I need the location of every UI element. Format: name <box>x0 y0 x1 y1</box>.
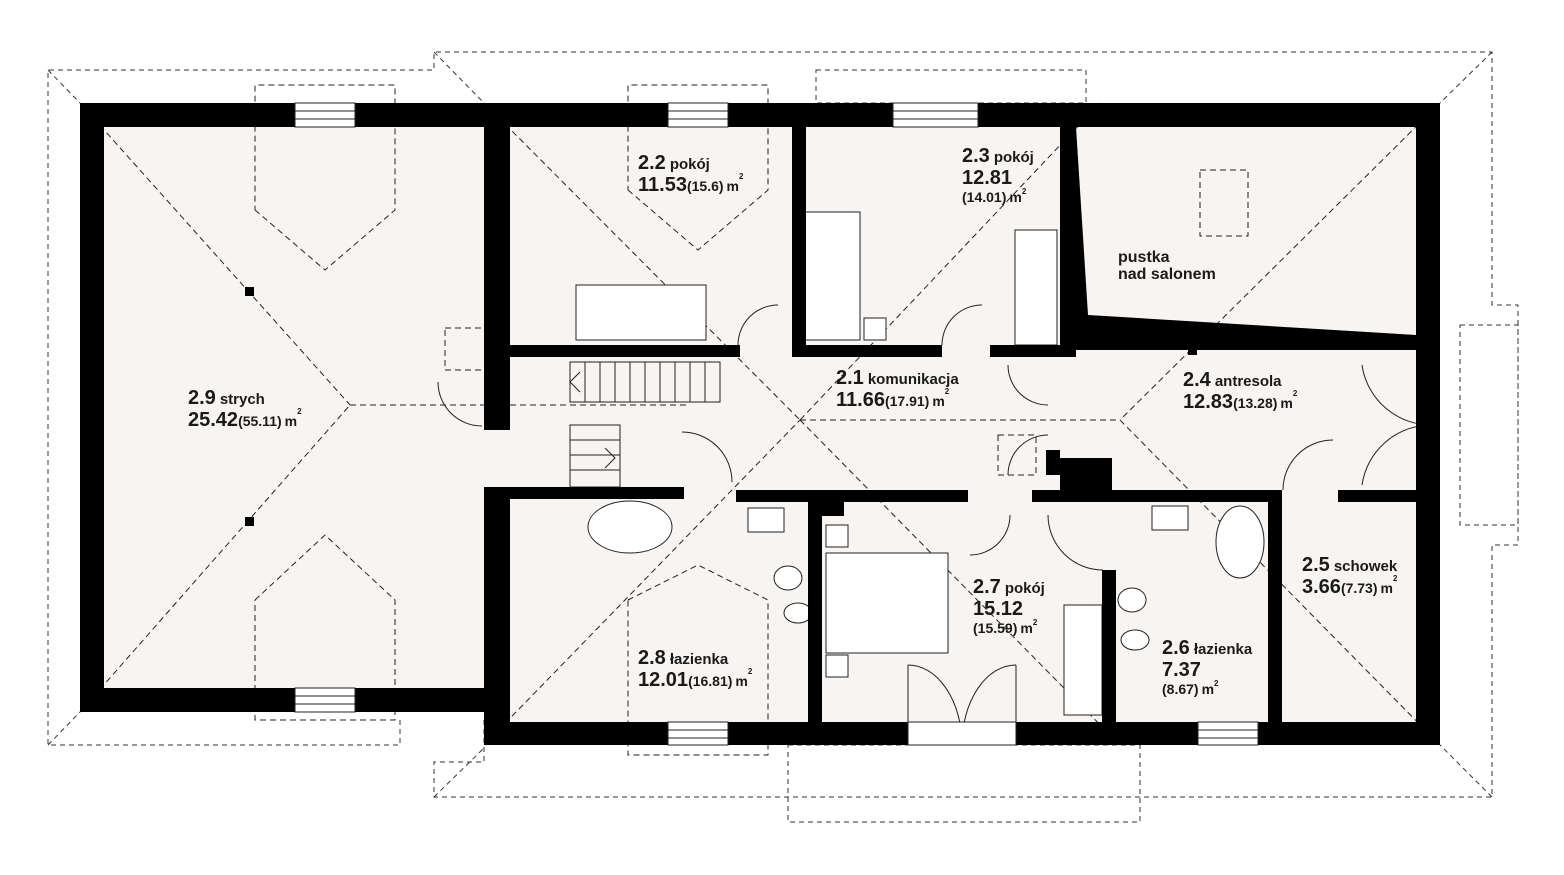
area-unit: m <box>735 673 748 689</box>
void-line-1: pustka <box>1118 249 1170 266</box>
room-area-total: (15.59) <box>973 620 1018 636</box>
area-unit-superscript: 2 <box>747 667 753 676</box>
room-name: komunikacja <box>867 371 959 388</box>
area-unit: m <box>1201 681 1215 697</box>
area-unit-superscript: 2 <box>297 407 302 416</box>
room-area-total: (8.67) <box>1162 681 1199 697</box>
room-area: 3.66 <box>1302 576 1341 598</box>
area-unit-superscript: 2 <box>1021 187 1027 196</box>
room-name: schowek <box>1333 558 1398 575</box>
area-unit-superscript: 2 <box>1292 389 1298 398</box>
room-area: 12.83 <box>1183 391 1234 413</box>
area-unit: m <box>726 178 739 194</box>
room-area-total: (13.28) <box>1233 395 1278 411</box>
room-area-total: (55.11) <box>238 413 282 429</box>
markers <box>245 287 1197 526</box>
area-unit-superscript: 2 <box>1032 618 1038 627</box>
furniture <box>575 211 1265 716</box>
room-name: łazienka <box>669 651 729 668</box>
room-number: 2.2 <box>638 152 666 174</box>
room-area: 12.01 <box>638 669 689 691</box>
area-unit-superscript: 2 <box>738 172 744 181</box>
room-number: 2.1 <box>836 367 864 389</box>
room-number: 2.5 <box>1302 554 1330 576</box>
area-unit-superscript: 2 <box>1214 679 1219 688</box>
room-area: 15.12 <box>973 598 1024 620</box>
room-area-total: (15.6) <box>686 178 724 194</box>
void-label: pustka nad salonem <box>1118 249 1216 284</box>
room-number: 2.4 <box>1183 369 1211 391</box>
room-area-total: (14.01) <box>962 189 1007 205</box>
room-name: łazienka <box>1193 641 1253 658</box>
stairs <box>569 361 721 488</box>
windows <box>294 102 1259 746</box>
room-area: 11.53 <box>638 174 687 196</box>
room-area-total: (7.73) <box>1340 580 1378 596</box>
room-name: pokój <box>669 156 710 173</box>
area-unit-superscript: 2 <box>1392 574 1398 583</box>
area-unit: m <box>1380 580 1393 596</box>
room-name: strych <box>219 391 265 408</box>
area-unit-superscript: 2 <box>944 387 950 396</box>
area-unit: m <box>1020 620 1033 636</box>
room-number: 2.8 <box>638 647 666 669</box>
room-area: 25.42 <box>188 409 239 431</box>
room-name: pokój <box>1004 580 1045 597</box>
room-name: pokój <box>993 149 1034 166</box>
void-line-2: nad salonem <box>1118 265 1216 283</box>
room-area-total: (17.91) <box>884 393 930 409</box>
area-unit: m <box>1009 189 1022 205</box>
room-number: 2.6 <box>1162 637 1190 659</box>
area-unit: m <box>932 393 945 409</box>
room-area: 12.81 <box>962 167 1013 189</box>
room-area: 7.37 <box>1162 659 1201 681</box>
area-unit: m <box>284 413 298 429</box>
room-area: 11.66 <box>836 389 885 411</box>
room-number: 2.7 <box>973 576 1001 598</box>
room-number: 2.3 <box>962 145 990 167</box>
room-area-total: (16.81) <box>688 673 733 689</box>
area-unit: m <box>1280 395 1293 411</box>
room-name: antresola <box>1214 373 1282 390</box>
room-number: 2.9 <box>188 387 216 409</box>
